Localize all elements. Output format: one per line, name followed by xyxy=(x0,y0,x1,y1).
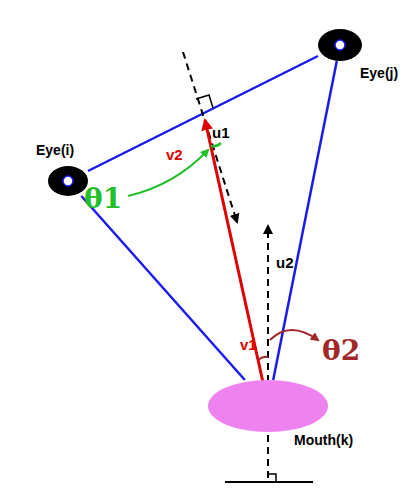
right-angle-mark xyxy=(196,95,213,108)
ellipse-outline xyxy=(318,29,362,61)
ellipse-outline xyxy=(48,166,88,196)
theta2-arc xyxy=(258,357,268,360)
node-label: Eye(j) xyxy=(360,65,398,81)
angle-label: θ1 xyxy=(84,182,122,215)
vector-label: u2 xyxy=(276,254,294,271)
vector-label: u1 xyxy=(212,124,230,141)
right-angle-mark xyxy=(268,474,276,482)
theta2-pointer xyxy=(270,330,318,340)
angle-label: θ2 xyxy=(322,334,360,367)
eye-shape: Eye(j) xyxy=(318,29,362,61)
vector-label: v1 xyxy=(240,336,257,353)
mouth-shape: Mouth(k) xyxy=(208,380,328,432)
node-label: Eye(i) xyxy=(36,142,74,158)
node-label: Mouth(k) xyxy=(294,432,353,448)
vector-label: v2 xyxy=(166,146,183,163)
eye-shape: Eye(i) xyxy=(48,166,88,196)
v-vector xyxy=(205,120,268,405)
ellipse-outline xyxy=(208,380,328,432)
baseline xyxy=(225,481,313,483)
theta1-arc xyxy=(211,143,221,146)
triangle-side xyxy=(81,196,245,380)
u2-axis xyxy=(267,226,269,478)
